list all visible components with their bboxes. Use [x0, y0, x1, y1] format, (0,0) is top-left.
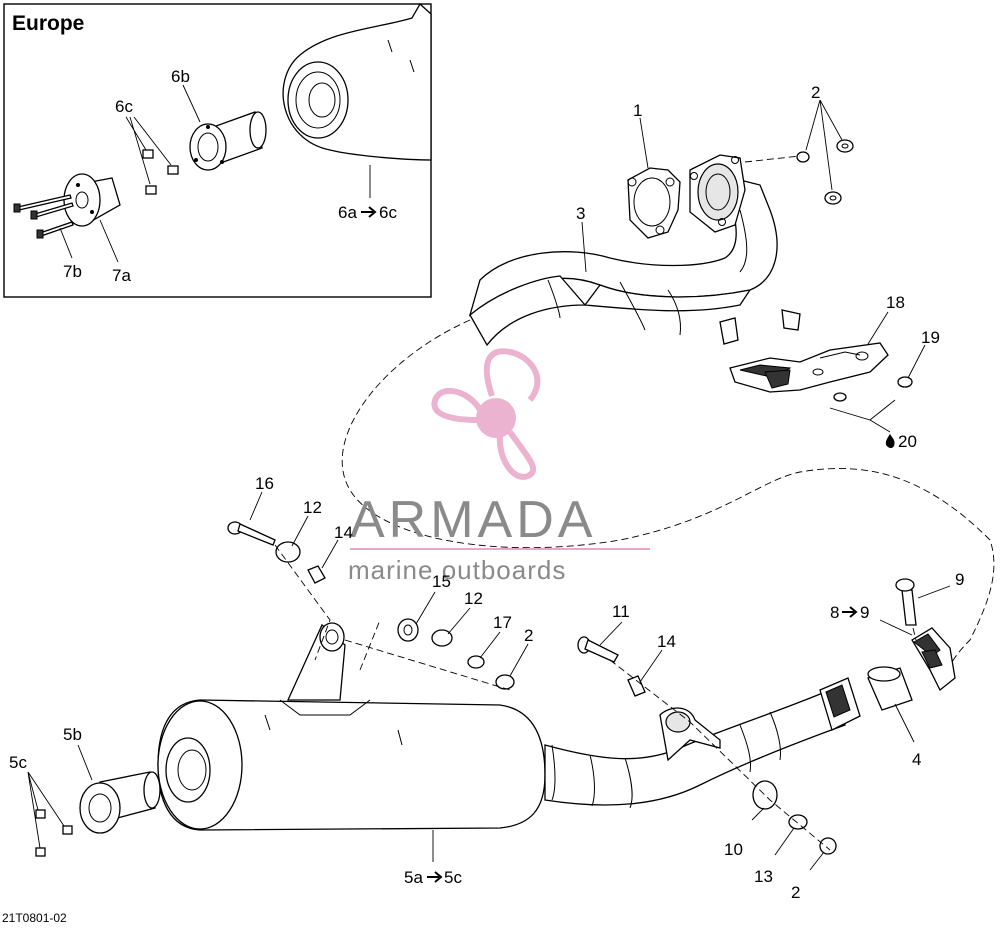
label-6c: 6c — [115, 97, 133, 116]
label-6a-6c: 6a 6c — [338, 203, 397, 222]
label-12-left: 12 — [303, 498, 322, 517]
drop-icon — [885, 434, 895, 449]
label-14-right: 14 — [657, 632, 676, 651]
label-8-9: 8 9 — [830, 603, 869, 622]
svg-text:8: 8 — [830, 603, 839, 622]
label-2-top: 2 — [811, 83, 820, 102]
right-arrow-icon — [427, 871, 443, 883]
washer-12-left — [275, 541, 301, 563]
inset-muffler-outlet — [282, 2, 432, 161]
label-10: 10 — [724, 840, 743, 859]
bolt-16 — [227, 521, 276, 546]
shield-screws — [833, 376, 913, 402]
muffler — [157, 622, 546, 831]
screws-5c — [35, 809, 73, 857]
clamp — [911, 627, 956, 692]
watermark: ARMADA marine outboards — [348, 348, 650, 585]
label-13: 13 — [754, 867, 773, 886]
label-1: 1 — [633, 101, 642, 120]
svg-text:9: 9 — [860, 603, 869, 622]
inset-screws-6c — [142, 149, 179, 195]
label-20: 20 — [885, 432, 917, 451]
leader-lines — [27, 99, 951, 871]
clamp-bolt — [895, 578, 917, 626]
label-9: 9 — [955, 570, 964, 589]
watermark-tagline: marine outboards — [348, 555, 566, 585]
bushing-17 — [467, 655, 485, 669]
spark-arrestor-5b — [79, 771, 161, 834]
propeller-logo — [431, 348, 541, 480]
svg-text:5c: 5c — [444, 868, 462, 887]
inset-spark-arrestor — [189, 111, 267, 171]
washer-13 — [788, 814, 808, 830]
inset-screws-7b — [13, 194, 74, 239]
svg-text:6a: 6a — [338, 203, 357, 222]
watermark-name: ARMADA — [350, 491, 596, 549]
label-7b: 7b — [63, 262, 82, 281]
reference-code: 21T0801-02 — [2, 911, 67, 925]
gasket — [627, 167, 681, 239]
spacer-14-right — [627, 675, 646, 697]
nut-2-center — [495, 674, 515, 690]
coupler — [819, 666, 913, 731]
heat-shield — [729, 342, 889, 393]
nut-2-right — [819, 837, 837, 855]
grommet-10 — [752, 780, 778, 810]
label-18: 18 — [886, 293, 905, 312]
label-6b: 6b — [171, 67, 190, 86]
europe-inset: Europe — [3, 2, 432, 298]
label-5b: 5b — [63, 725, 82, 744]
right-arrow-icon — [842, 606, 858, 618]
spacer-14-left — [307, 565, 326, 584]
label-7a: 7a — [112, 266, 131, 285]
inset-title: Europe — [12, 12, 84, 35]
washer-12-center — [431, 629, 453, 647]
label-4: 4 — [912, 750, 921, 769]
svg-text:6c: 6c — [379, 203, 397, 222]
label-15: 15 — [432, 572, 451, 591]
inset-plate-7a — [63, 173, 121, 227]
callout-labels: 1 2 3 18 19 20 16 12 14 15 12 17 2 11 14… — [9, 83, 964, 902]
label-2-center: 2 — [524, 626, 533, 645]
label-3: 3 — [576, 204, 585, 223]
label-11: 11 — [612, 602, 630, 621]
grommet-15 — [397, 618, 419, 642]
exhaust-flange — [689, 154, 746, 233]
label-19: 19 — [921, 328, 940, 347]
label-14-left: 14 — [334, 523, 353, 542]
label-5a-5c: 5a 5c — [404, 868, 462, 887]
header-pipe — [468, 174, 801, 347]
label-12-center: 12 — [464, 589, 483, 608]
svg-text:20: 20 — [898, 432, 917, 451]
flange-nuts — [796, 139, 854, 205]
mid-pipe — [544, 689, 846, 809]
right-arrow-icon — [361, 206, 377, 218]
svg-text:5a: 5a — [404, 868, 423, 887]
label-2-right: 2 — [791, 883, 800, 902]
label-5c: 5c — [9, 753, 27, 772]
label-17: 17 — [493, 613, 512, 632]
bolt-11 — [577, 636, 619, 663]
label-16: 16 — [255, 474, 274, 493]
